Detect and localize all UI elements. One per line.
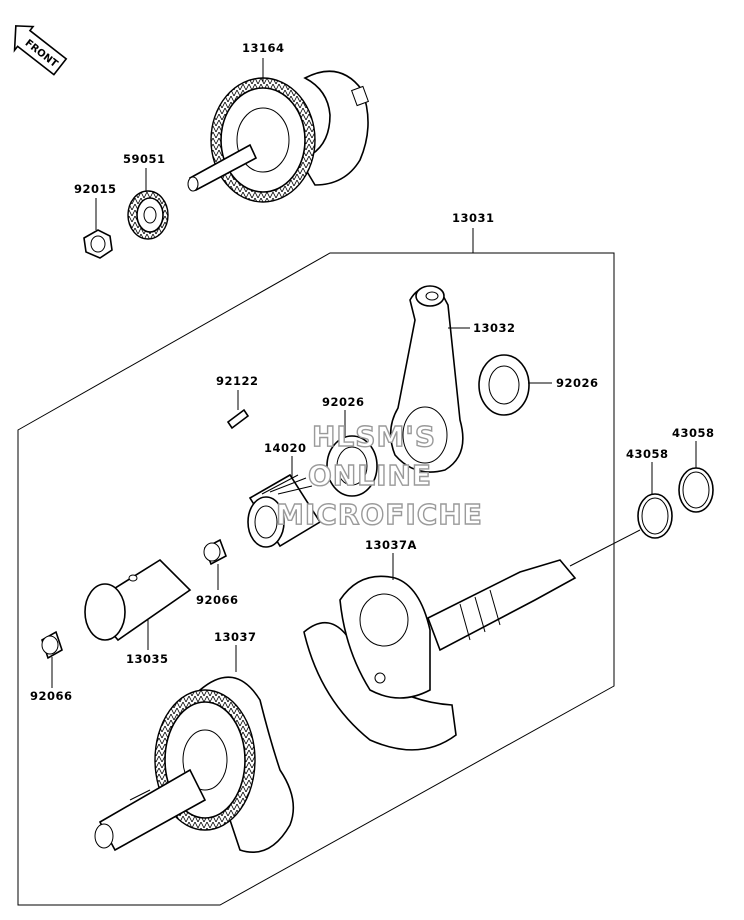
part-label-13164[interactable]: 13164 [242,41,285,55]
part-number-labels: 13164 59051 92015 13031 13032 92026 9202… [30,41,715,703]
part-label-59051[interactable]: 59051 [123,152,166,166]
part-92066-bushing-lower [41,630,63,660]
part-label-92066-upper[interactable]: 92066 [196,593,239,607]
front-arrow-badge: FRONT [13,25,68,76]
part-14020-needle-bearing [247,473,322,548]
part-label-13031[interactable]: 13031 [452,211,495,225]
part-label-13035[interactable]: 13035 [126,652,169,666]
part-13037-crankshaft-gear [94,676,295,854]
part-13035-crank-pin [84,558,192,642]
part-92026-washer-center [326,435,378,497]
assembly-box-13031 [17,252,615,906]
part-43058-circlip-right [678,467,714,513]
part-label-92066-lower[interactable]: 92066 [30,689,73,703]
part-92066-bushing-upper [203,538,227,566]
watermark-line1: HLSM'S [312,420,436,453]
part-43058-circlip-left [637,493,673,539]
part-label-92026-center[interactable]: 92026 [322,395,365,409]
watermark-line3: MICROFICHE [276,498,483,531]
part-92122-pin [226,408,250,430]
part-label-92026-right[interactable]: 92026 [556,376,599,390]
part-label-13037A[interactable]: 13037A [365,538,417,552]
part-label-13032[interactable]: 13032 [473,321,516,335]
part-59051-small-gear [127,190,169,240]
part-label-43058-right[interactable]: 43058 [672,426,715,440]
part-13037A-crankshaft-half [303,559,577,751]
part-label-92015[interactable]: 92015 [74,182,117,196]
part-92026-washer-right [478,354,530,416]
part-label-92122[interactable]: 92122 [216,374,259,388]
part-label-43058-left[interactable]: 43058 [626,447,669,461]
leader-shaft-circlip [569,529,641,567]
part-13032-connecting-rod [389,285,464,473]
part-label-13037[interactable]: 13037 [214,630,257,644]
part-13164-crankshaft-gear [187,70,370,203]
watermark-line2: ONLINE [308,459,432,492]
part-92015-nut [83,229,113,259]
watermark: HLSM'S ONLINE MICROFICHE [275,419,483,531]
part-label-14020[interactable]: 14020 [264,441,307,455]
